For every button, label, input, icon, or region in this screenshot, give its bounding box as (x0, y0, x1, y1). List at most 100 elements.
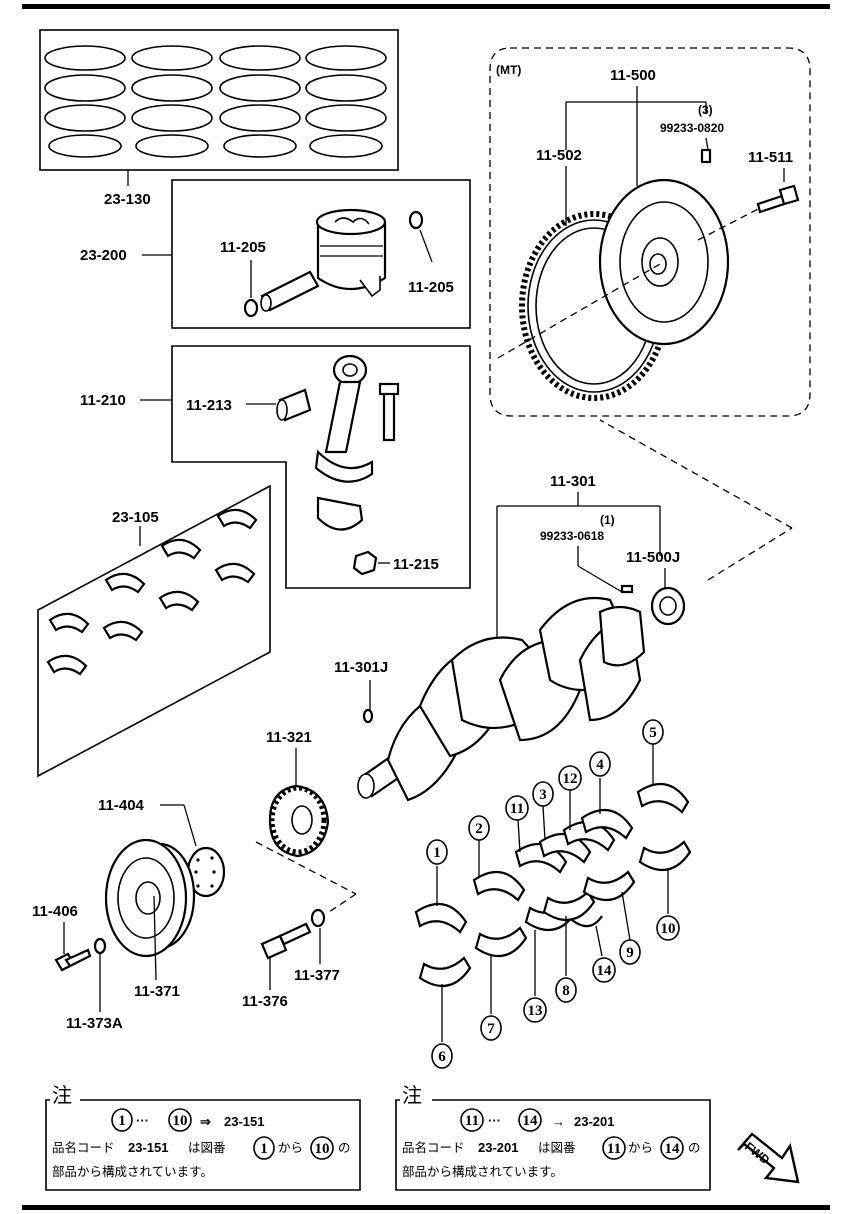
label-ring-gear: 11-502 (536, 147, 582, 164)
note-1-arrow: ⇒ (200, 1114, 211, 1129)
ring-set-1 (44, 45, 126, 158)
note-2-to: 14 (523, 1113, 539, 1129)
bearing-12-icon (562, 820, 616, 852)
note-1-heading: 注 (52, 1083, 72, 1107)
svg-text:11: 11 (510, 801, 524, 817)
clip-left-icon (243, 298, 259, 318)
svg-text:5: 5 (649, 725, 657, 741)
timing-pulley-icon (268, 784, 330, 858)
bearing-2-icon (472, 870, 526, 902)
note-2: 注 11 ··· 14 → 23-201 品名コード 23-201 は図番 11… (395, 1083, 711, 1191)
crank-pulley-group: 11-404 11-371 11-406 11-373A (32, 797, 340, 1032)
label-flywheel-pin-qty: (3) (698, 103, 713, 117)
bearing-10-icon (638, 840, 692, 872)
label-pulley-lock-bolt: 11-376 (242, 993, 288, 1010)
note-1-text-b: は図番 (188, 1140, 226, 1155)
label-plate: 11-404 (98, 797, 145, 814)
note-2-text-code: 23-201 (478, 1140, 518, 1155)
label-crank-key: 11-301J (334, 659, 388, 676)
note-2-text-b: は図番 (538, 1140, 576, 1155)
label-crank-pin-qty: (1) (600, 513, 615, 527)
note-2-text-a: 品名コード (402, 1140, 465, 1155)
callout-13: 13 (523, 997, 547, 1023)
fwd-arrow-icon: FWD (737, 1132, 800, 1184)
flywheel-icon (598, 178, 730, 346)
pulley-lock-washer-icon (310, 908, 326, 928)
bearing-14-icon (571, 915, 603, 928)
flywheel-dowel-icon (700, 148, 712, 164)
flywheel-group: (MT) 11-500 (3) 99233-0820 11-502 11-511 (489, 47, 811, 417)
callout-3: 3 (532, 781, 554, 807)
crank-dowel-icon (620, 584, 634, 594)
ring-set-2 (131, 45, 213, 158)
piston-icon (315, 208, 387, 298)
note-2-text-to: 14 (665, 1141, 681, 1157)
pulley-lock-bolt-icon (260, 922, 312, 960)
svg-text:14: 14 (597, 963, 613, 979)
note-1-text-from: 1 (260, 1141, 268, 1157)
ring-set-3 (219, 45, 301, 158)
note-1-text-line3: 部品から構成されています。 (52, 1164, 213, 1179)
note-2-code: 23-201 (574, 1114, 614, 1129)
pulley-washer-icon (93, 937, 107, 955)
note-1-from: 1 (118, 1113, 126, 1129)
label-flywheel-pin: 99233-0820 (660, 121, 724, 135)
pulley-bolt-icon (54, 948, 92, 972)
ring-set-4 (305, 45, 387, 158)
label-pulley: 11-371 (134, 983, 180, 1000)
rings-frame (39, 29, 399, 171)
conrod-cap-icon (316, 496, 364, 531)
clip-right-icon (408, 210, 424, 230)
crank-key-icon (362, 708, 374, 724)
note-2-text-d: の (688, 1140, 701, 1155)
note-1-text-a: 品名コード (52, 1140, 115, 1155)
callout-9: 9 (619, 939, 641, 965)
callout-4: 4 (589, 751, 611, 777)
flywheel-bolt-icon (756, 184, 800, 214)
callout-7: 7 (480, 1015, 502, 1041)
label-conrod-bushing: 11-213 (186, 397, 232, 414)
label-mt: (MT) (496, 63, 521, 77)
note-1-text-c: から (278, 1140, 303, 1155)
bearing-7-icon (474, 926, 528, 958)
svg-text:13: 13 (528, 1003, 543, 1019)
main-bearings-group: 1 2 11 3 12 4 5 6 7 13 8 14 9 10 (414, 719, 692, 1069)
callout-8: 8 (555, 977, 577, 1003)
label-rings: 23-130 (104, 191, 151, 208)
label-crankshaft: 11-301 (550, 473, 596, 490)
label-conrod-nut: 11-215 (393, 556, 439, 573)
callout-11: 11 (505, 795, 529, 821)
label-pin-clip-left: 11-205 (220, 239, 266, 256)
callout-12: 12 (558, 765, 582, 791)
conrod-bushing-icon (276, 388, 312, 422)
label-flywheel-bolt: 11-511 (748, 149, 793, 166)
crankshaft-group: 11-301 (1) 99233-0618 11-500J 11 (334, 419, 793, 802)
bearing-1-icon (414, 902, 468, 934)
svg-text:1: 1 (433, 845, 441, 861)
label-bearing-set: 23-105 (112, 509, 159, 526)
bearing-9-icon (582, 870, 636, 902)
note-1-code: 23-151 (224, 1114, 264, 1129)
timing-pulley-group: 11-321 (255, 729, 357, 915)
conrod-icon (314, 354, 374, 483)
piston-rings-group: 23-130 (39, 29, 399, 208)
label-pulley-bolt: 11-406 (32, 903, 78, 920)
note-1-ellipsis: ··· (136, 1113, 149, 1128)
svg-text:7: 7 (487, 1021, 495, 1037)
label-conrod-assy: 11-210 (80, 392, 126, 409)
crank-pulley-icon (104, 838, 196, 958)
piston-group: 23-200 11-205 11-205 (80, 179, 471, 329)
label-flywheel-assy: 11-500 (610, 67, 656, 84)
svg-text:3: 3 (539, 787, 547, 803)
piston-pin-icon (260, 270, 320, 312)
callout-2: 2 (468, 815, 490, 841)
note-2-heading: 注 (402, 1083, 422, 1107)
conrod-nut-icon (352, 550, 378, 576)
conrod-group: 11-210 11-213 11-215 (80, 345, 471, 589)
callout-6: 6 (431, 1043, 453, 1069)
svg-text:2: 2 (475, 821, 483, 837)
svg-text:8: 8 (562, 983, 570, 999)
crankshaft-icon (357, 596, 646, 802)
bearing-6-icon (418, 956, 472, 988)
